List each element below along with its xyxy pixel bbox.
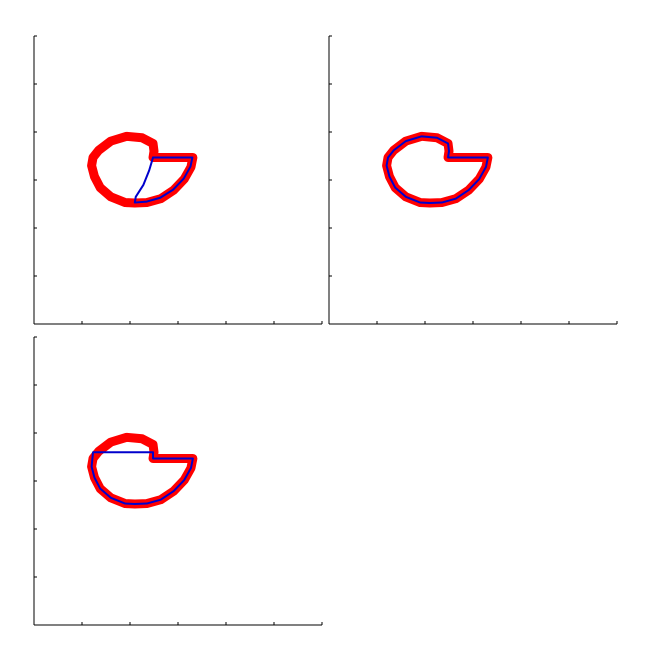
series-line-approximation (133, 156, 194, 204)
series-line-reference (87, 131, 198, 208)
chart-panel-bottom-left (33, 336, 323, 626)
series-line-approximation (90, 451, 194, 506)
chart-panel-top-right (328, 35, 618, 325)
chart-panel-top-left (33, 35, 323, 325)
series-line-approximation (385, 135, 489, 205)
